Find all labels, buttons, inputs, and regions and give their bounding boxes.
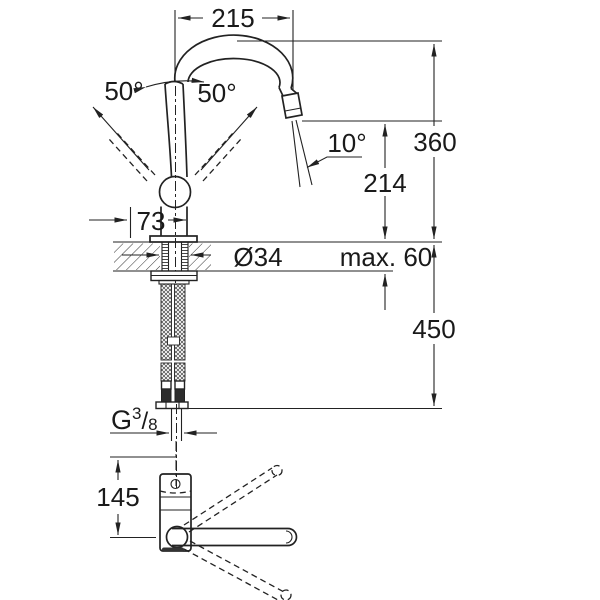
spout-outline — [173, 34, 298, 97]
dim-dia34: Ø34 — [122, 242, 283, 272]
dim-214: 214 — [363, 124, 407, 239]
deck-hatch-right — [189, 243, 211, 270]
lever-reach-label: 145 — [96, 482, 139, 512]
dim-max60: max. 60 — [340, 242, 433, 310]
mounting-nut — [150, 270, 198, 285]
mounting-shank — [161, 241, 189, 272]
deck-hatch-left — [114, 243, 160, 270]
thread-label: G3/8 — [111, 404, 158, 435]
angle-10: 10° — [306, 128, 367, 168]
swivel-left-label: 50° — [104, 76, 143, 106]
dim-spout-reach-label: 215 — [211, 3, 254, 33]
plan-lever-ghost-up — [183, 464, 283, 533]
total-height-label: 360 — [413, 127, 456, 157]
hose-clip — [167, 336, 180, 346]
swivel-arc-arrow — [133, 77, 205, 94]
dim-360: 360 — [413, 44, 457, 239]
max-deck-label: max. 60 — [340, 242, 433, 272]
swivel-right-label: 50° — [197, 78, 236, 108]
angle-50-left: 50° — [92, 76, 150, 171]
dim-215: 215 — [174, 3, 294, 91]
supply-hoses — [160, 283, 186, 382]
body-depth-label: 73 — [137, 206, 166, 236]
hose-drop-label: 450 — [412, 314, 455, 344]
hose-fittings — [155, 380, 189, 410]
lever-ghost-right — [194, 132, 242, 182]
dim-145: 145 — [96, 456, 176, 539]
lever-ghost-left — [108, 132, 156, 182]
plan-lever-ghost-down — [183, 540, 292, 600]
outlet-height-label: 214 — [363, 168, 406, 198]
aerator-angle-label: 10° — [327, 128, 366, 158]
dim-73: 73 — [89, 206, 186, 238]
water-stream-lines — [291, 119, 313, 188]
plan-body-shadow — [162, 547, 184, 552]
dim-450: 450 — [412, 245, 456, 406]
hole-diameter-label: Ø34 — [233, 242, 282, 272]
plan-lever — [172, 527, 298, 547]
angle-50-right: 50° — [197, 78, 258, 171]
plan-view — [159, 441, 298, 600]
dim-g38: G3/8 — [110, 404, 217, 436]
aerator-tip — [281, 92, 303, 119]
